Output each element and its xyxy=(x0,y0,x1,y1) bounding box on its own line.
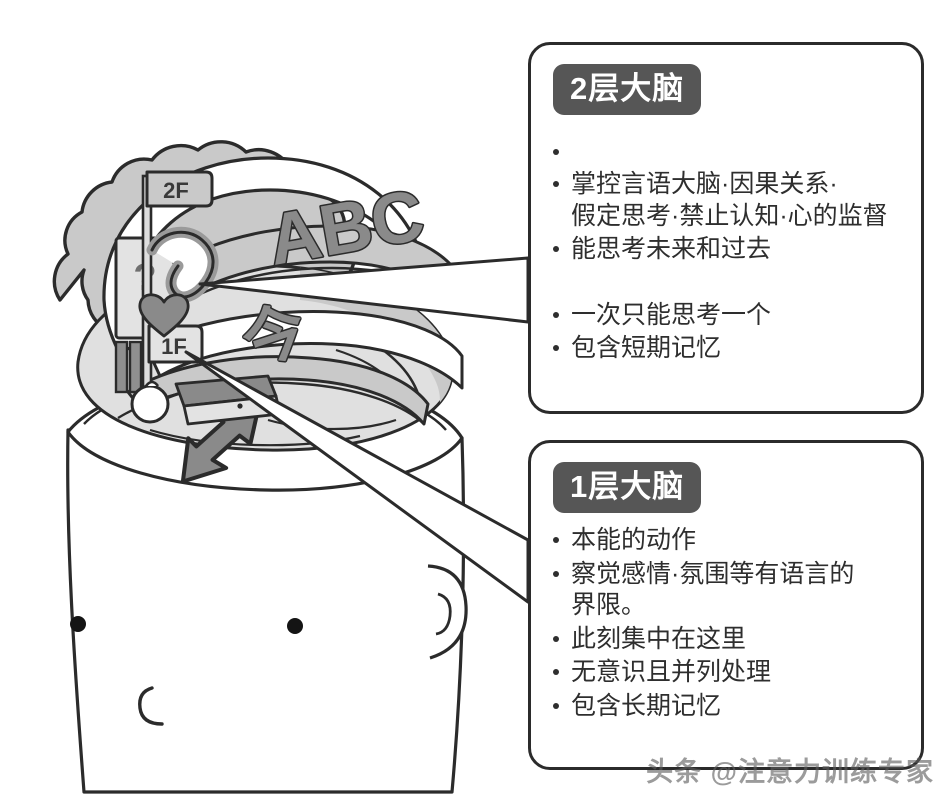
list-item xyxy=(547,137,911,157)
list-item: 察觉感情·氛围等有语言的 界限。 xyxy=(547,559,911,622)
heart-icon xyxy=(138,293,190,338)
list-item: 包含长期记忆 xyxy=(547,691,911,723)
bean-shape-icon xyxy=(146,226,219,303)
ball-icon xyxy=(130,380,170,424)
list-item: 本能的动作 xyxy=(547,525,911,557)
face xyxy=(70,564,468,726)
list-item: 包含短期记忆 xyxy=(547,333,911,365)
list-item: 无意识且并列处理 xyxy=(547,657,911,689)
list-item: 一次只能思考一个 xyxy=(547,300,911,332)
callout-upper-brain: 2层大脑 掌控言语大脑·因果关系· 假定思考·禁止认知·心的监督 能思考未来和过… xyxy=(528,42,924,414)
badge-upper-brain: 2层大脑 xyxy=(553,64,702,115)
callout-lower-brain: 1层大脑 本能的动作 察觉感情·氛围等有语言的 界限。 此刻集中在这里 无意识且… xyxy=(528,440,924,770)
bullet-list-lower: 本能的动作 察觉感情·氛围等有语言的 界限。 此刻集中在这里 无意识且并列处理 … xyxy=(547,525,911,724)
list-item: 此刻集中在这里 xyxy=(547,624,911,656)
flag-2f: 2F xyxy=(145,170,214,208)
mouth xyxy=(138,686,164,726)
svg-text:1F: 1F xyxy=(161,334,187,359)
svg-text:2F: 2F xyxy=(163,178,189,203)
list-item: 掌控言语大脑·因果关系· 假定思考·禁止认知·心的监督 xyxy=(547,169,911,232)
eye-right xyxy=(287,618,303,634)
bullet-list-upper: 掌控言语大脑·因果关系· 假定思考·禁止认知·心的监督 能思考未来和过去 一次只… xyxy=(547,137,911,367)
list-item: 能思考未来和过去 xyxy=(547,234,911,266)
eye-left xyxy=(70,616,86,632)
watermark: 头条 @注意力训练专家 xyxy=(646,757,934,787)
badge-lower-brain: 1层大脑 xyxy=(553,462,702,513)
